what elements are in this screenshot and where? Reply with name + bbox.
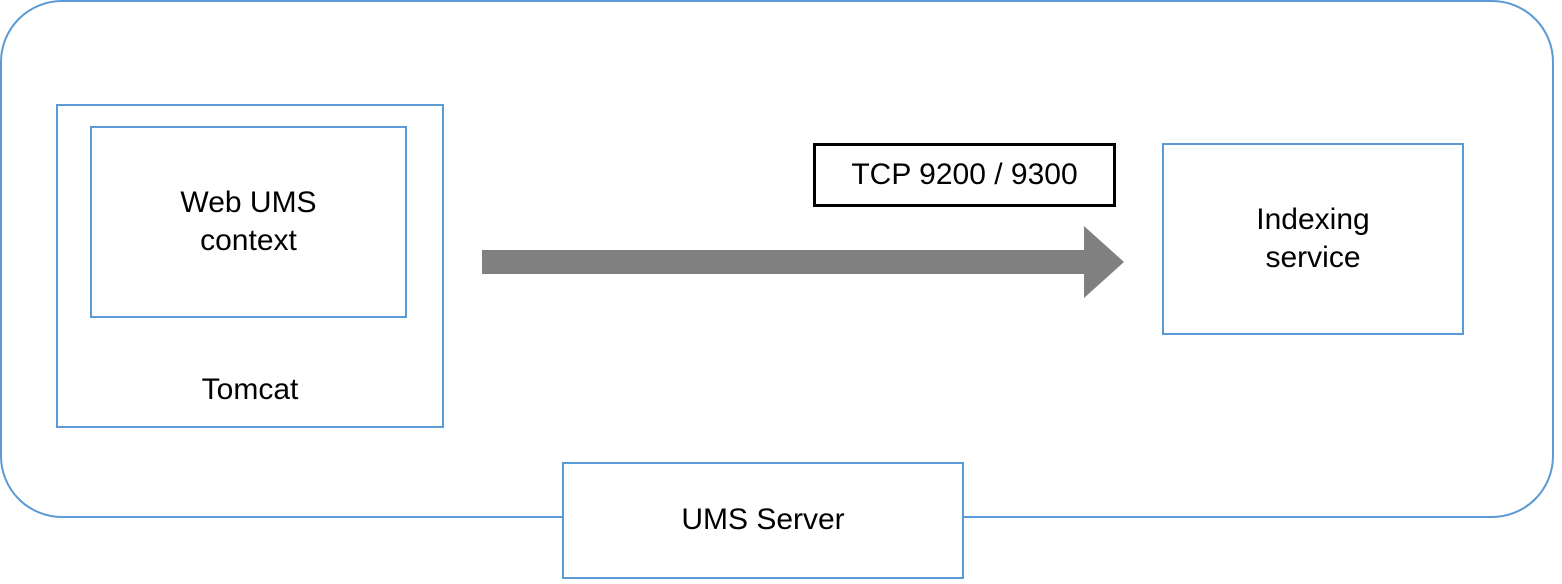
node-web-ums-context[interactable]: Web UMS context	[90, 126, 407, 318]
node-indexing-service[interactable]: Indexing service	[1162, 143, 1464, 335]
connector-label-tcp-ports: TCP 9200 / 9300	[813, 143, 1116, 207]
connector-label-text: TCP 9200 / 9300	[851, 157, 1078, 191]
node-tomcat[interactable]: Tomcat	[56, 104, 444, 428]
node-tomcat-label: Tomcat	[201, 373, 299, 406]
node-ums-server[interactable]: UMS Server	[562, 462, 964, 579]
node-ums-server-label: UMS Server	[681, 503, 845, 537]
node-web-ums-context-label: Web UMS context	[180, 185, 317, 257]
node-indexing-service-label: Indexing service	[1256, 202, 1370, 274]
connector-arrow-icon	[482, 226, 1124, 298]
